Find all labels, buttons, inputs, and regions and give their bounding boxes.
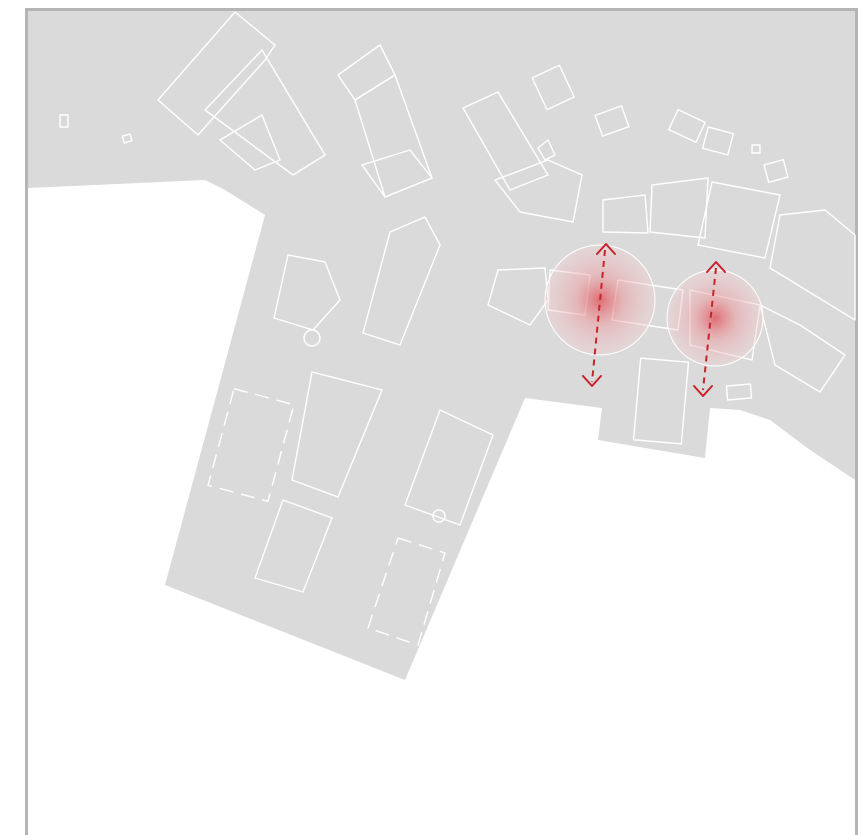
building-cluster-center [254, 216, 494, 593]
land-area [28, 11, 855, 680]
building-cluster-north [337, 44, 789, 223]
highlight-west [544, 243, 656, 387]
building-cluster-northwest [59, 11, 326, 176]
dashed-structures [207, 387, 446, 646]
highlight-east [666, 261, 764, 397]
